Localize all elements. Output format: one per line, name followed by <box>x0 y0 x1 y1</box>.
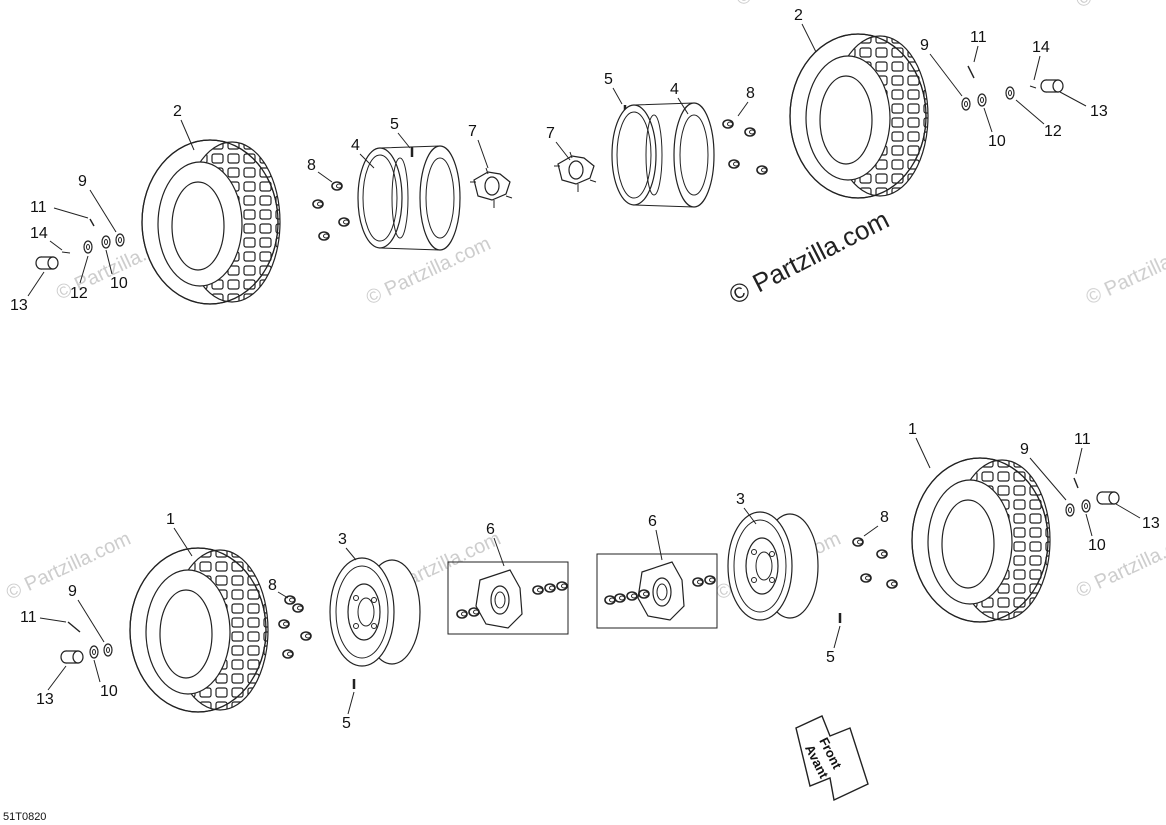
tire-icon <box>129 547 269 713</box>
hub-inset-box <box>596 553 718 629</box>
callout-label: 5 <box>342 715 351 732</box>
bottom-left-assembly: 1 9 11 10 13 8 3 5 6 <box>20 511 569 732</box>
callout-label: 8 <box>268 577 277 594</box>
callout-label: 12 <box>1044 123 1062 140</box>
hub-icon <box>469 167 513 209</box>
front-direction-arrow: Front Avant <box>795 715 869 802</box>
cap-icon <box>1040 79 1064 93</box>
callout-label: 10 <box>100 683 118 700</box>
top-left-assembly: 2 13 12 14 11 9 10 8 4 5 7 <box>10 103 513 314</box>
callout-label: 9 <box>1020 441 1029 458</box>
washer-icon <box>103 643 113 657</box>
rim-icon <box>329 557 421 667</box>
callout-label: 1 <box>166 511 175 528</box>
bottom-right-assembly: 1 9 11 10 13 3 5 8 6 <box>596 421 1160 666</box>
callout-label: 10 <box>110 275 128 292</box>
callout-label: 13 <box>10 297 28 314</box>
tire-icon <box>911 457 1051 623</box>
callout-label: 5 <box>390 116 399 133</box>
callout-label: 13 <box>36 691 54 708</box>
rim-icon <box>357 145 461 251</box>
callout-label: 14 <box>30 225 48 242</box>
callout-label: 9 <box>68 583 77 600</box>
hub-icon <box>553 151 597 193</box>
callout-label: 1 <box>908 421 917 438</box>
hub-icon <box>475 569 523 629</box>
callout-label: 12 <box>70 285 88 302</box>
callout-label: 13 <box>1090 103 1108 120</box>
lug-nut-group <box>278 595 312 659</box>
watermark-text: © Partzilla.com <box>393 0 524 5</box>
hub-inset-box <box>447 561 569 635</box>
lug-nut-group <box>722 119 768 175</box>
callout-label: 10 <box>1088 537 1106 554</box>
top-right-assembly: 7 5 4 8 2 9 11 10 14 12 13 <box>546 7 1108 208</box>
callout-label: 6 <box>648 513 657 530</box>
nut-icon <box>1081 499 1091 513</box>
lug-nut-group <box>852 537 898 589</box>
nut-icon <box>1005 86 1015 100</box>
callout-label: 7 <box>468 123 477 140</box>
rim-icon <box>611 102 715 208</box>
callout-label: 5 <box>604 71 613 88</box>
nut-icon <box>977 93 987 107</box>
nut-icon <box>101 235 111 249</box>
nut-icon <box>83 240 93 254</box>
callout-label: 9 <box>920 37 929 54</box>
cap-icon <box>1096 491 1120 505</box>
callout-label: 2 <box>173 103 182 120</box>
lug-nut-group <box>312 181 350 241</box>
watermark-text: © Partzilla.com <box>1073 0 1166 13</box>
cap-icon <box>35 256 59 270</box>
callout-label: 4 <box>670 81 679 98</box>
callout-label: 2 <box>794 7 803 24</box>
washer-icon <box>961 97 971 111</box>
callout-label: 9 <box>78 173 87 190</box>
callout-label: 14 <box>1032 39 1050 56</box>
callout-label: 5 <box>826 649 835 666</box>
callout-label: 8 <box>746 85 755 102</box>
callout-label: 3 <box>338 531 347 548</box>
tire-icon <box>141 139 281 305</box>
cap-icon <box>60 650 84 664</box>
callout-label: 3 <box>736 491 745 508</box>
washer-icon <box>115 233 125 247</box>
document-id: 51T0820 <box>3 811 46 823</box>
watermark-text: © Partzilla.com <box>1073 526 1166 603</box>
callout-label: 6 <box>486 521 495 538</box>
callout-label: 11 <box>1074 431 1091 448</box>
callout-label: 8 <box>307 157 316 174</box>
tire-icon <box>789 33 929 199</box>
watermark-text: © Partzilla.com <box>1083 233 1166 310</box>
rim-icon <box>727 511 819 621</box>
callout-label: 10 <box>988 133 1006 150</box>
callout-label: 11 <box>970 29 987 46</box>
callout-label: 11 <box>20 609 37 626</box>
callout-label: 11 <box>30 199 47 216</box>
nut-icon <box>89 645 99 659</box>
washer-icon <box>1065 503 1075 517</box>
watermark-main: © Partzilla.com <box>724 204 894 310</box>
callout-label: 13 <box>1142 515 1160 532</box>
callout-label: 8 <box>880 509 889 526</box>
callout-label: 4 <box>351 137 360 154</box>
callout-label: 7 <box>546 125 555 142</box>
